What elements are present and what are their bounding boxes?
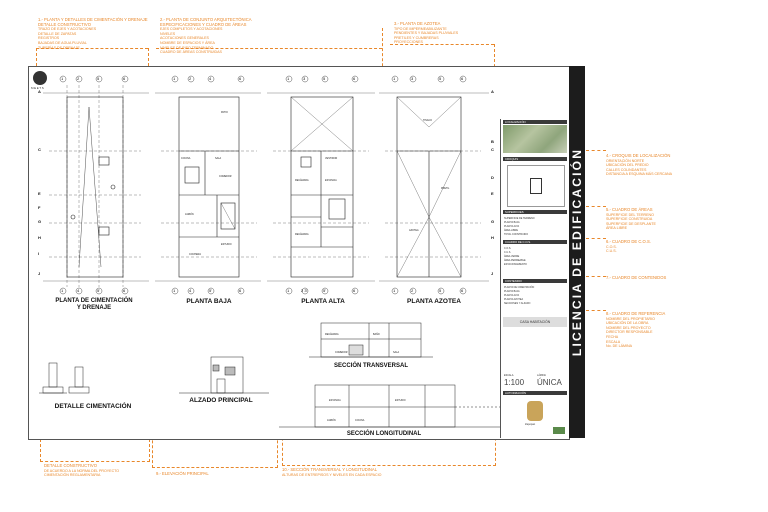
plans-svg [39, 75, 509, 428]
alzado-principal-drawing [179, 356, 269, 394]
room-label: RECÁMARA [295, 233, 309, 236]
section-label: SALA [393, 351, 400, 354]
note-referencia: 8.- CUADRO DE REFERENCIA NOMBRE DEL PROP… [606, 311, 666, 349]
leader-line [586, 238, 606, 239]
leader-line [156, 48, 382, 49]
tb-content-row: PLANTA ALTA [504, 294, 520, 297]
note-areas: 5.- CUADRO DE ÁREAS SUPERFICIE DEL TERRE… [606, 207, 656, 231]
tb-cos-row: C.U.S. [504, 251, 512, 254]
scale-value: 1:100 [504, 378, 525, 387]
note-contenidos: 7.- CUADRO DE CONTENIDOS [606, 275, 667, 280]
location-map [503, 125, 567, 153]
title-planta-baja: PLANTA BAJA [186, 298, 232, 305]
tb-area-row: PLANTA BAJA [504, 221, 520, 224]
room-label: ESTANCIA [325, 179, 337, 182]
title-planta-alta: PLANTA ALTA [301, 298, 345, 305]
section-label: JARDÍN [327, 419, 336, 422]
room-label: JARDÍN [185, 213, 194, 216]
section-label: ESTANCIA [329, 399, 341, 402]
title-seccion-transversal: SECCIÓN TRANSVERSAL [333, 363, 408, 369]
note-cos: 6.- CUADRO DE C.O.S. C.O.S. C.U.S. [606, 239, 651, 254]
title-planta-azotea: PLANTA AZOTEA [407, 298, 461, 305]
tb-auth-header: AUTORIZACIÓN [503, 391, 567, 395]
room-label: PRETIL [441, 187, 450, 190]
tb-loc-header: LOCALIZACIÓN [503, 120, 567, 124]
plan-azotea-drawing [379, 92, 489, 282]
sheet-label: LÁMINA [537, 374, 546, 377]
title-alzado-principal: ALZADO PRINCIPAL [189, 397, 253, 404]
note-conjunto: 2.- PLANTA DE CONJUNTO ARQUITECTÓNICA ES… [160, 17, 252, 55]
plan-alta-drawing [267, 92, 375, 282]
tb-area-row: SUPERFICIE DE TERRENO [504, 217, 535, 220]
title-seccion-longitudinal: SECCIÓN LONGITUDINAL [346, 431, 422, 437]
office-logo [33, 71, 47, 85]
room-label: SALA [215, 157, 222, 160]
tb-cos-row: ESTACIONAMIENTO [504, 263, 527, 266]
room-label: RECÁMARA [295, 179, 309, 182]
tb-cos-row: ÁREA VERDE [504, 255, 520, 258]
tb-cos-row: C.O.S. [504, 247, 512, 250]
project-name: CASA HABITACIÓN [503, 317, 567, 327]
note-azotea: 3.- PLANTA DE AZOTEA TIPO DE IMPERMEABIL… [394, 21, 459, 45]
leader-line [586, 150, 606, 151]
tb-areas-header: SUPERFICIES [503, 210, 567, 214]
tb-area-row: PLANTA ALTA [504, 225, 520, 228]
tb-area-row: ÁREA LIBRE [504, 229, 518, 232]
room-label: PATIO [221, 111, 228, 114]
section-label: COMEDOR [335, 351, 348, 354]
title-detalle-cimentacion: DETALLE CIMENTACIÓN [54, 403, 132, 410]
tb-content-header: CONTENIDO [503, 279, 567, 283]
stamp-icon [553, 427, 565, 434]
room-label: ESTUDIO [221, 243, 232, 246]
drawing-sheet: MEETS [28, 66, 570, 440]
room-label: COCHERA [189, 253, 201, 256]
tb-content-row: SECCIONES Y ALZADO [504, 302, 531, 305]
seccion-transversal-drawing [309, 322, 433, 358]
leader-line [36, 48, 37, 66]
leader-line [586, 310, 606, 311]
plan-baja-drawing [155, 92, 261, 282]
note-secciones: 10.- SECCIÓN TRANSVERSAL Y LONGITUDINAL … [282, 467, 382, 477]
leader-line [36, 48, 148, 49]
tb-content-row: PLANTA AZOTEA [504, 298, 524, 301]
tb-area-row: TOTAL CONSTRUIDO [504, 233, 529, 236]
tb-cos-header: CUADRO DE C.O.S. [503, 240, 567, 244]
section-label: COCINA [355, 419, 365, 422]
note-detalle: DETALLE CONSTRUCTIVO DE ACUERDO A LA NOR… [44, 463, 120, 478]
note-croquis: 4.- CROQUIS DE LOCALIZACIÓN ORIENTACIÓN … [606, 153, 673, 177]
room-label: TINACO [423, 119, 433, 122]
leader-line [390, 44, 494, 45]
title-planta-cimentacion: PLANTA DE CIMENTACIÓN Y DRENAJE [55, 298, 133, 311]
detalle-cimentacion-drawing [39, 362, 90, 394]
tb-cos-row: ÁREA PERMEABLE [504, 259, 526, 262]
plan-cimentacion-drawing [43, 85, 149, 287]
vertical-title-strip: LICENCIA DE EDIFICACIÓN [569, 66, 585, 438]
room-label: COMEDOR [219, 175, 232, 178]
leader-line [586, 276, 606, 277]
sheet-number: ÚNICA [537, 378, 562, 387]
croquis-lot [530, 178, 542, 194]
note-cimentacion: 1.- PLANTA Y DETALLES DE CIMENTACIÓN Y D… [38, 17, 148, 50]
leader-line [586, 206, 606, 207]
tb-content-row: PLANTA DE CIMENTACIÓN [504, 286, 535, 289]
tb-content-row: PLANTA BAJA [504, 290, 520, 293]
room-label: COCINA [181, 157, 191, 160]
room-label: AZOTEA [409, 229, 419, 232]
municipal-seal [527, 401, 543, 421]
office-logo-text: MEETS [31, 86, 45, 90]
section-label: RECÁMARA [325, 333, 339, 336]
croquis-sketch [507, 165, 565, 207]
section-label: ESTUDIO [395, 399, 406, 402]
room-label: VESTIDOR [325, 157, 338, 160]
note-elevacion: 9.- ELEVACIÓN PRINCIPAL [156, 471, 209, 476]
section-label: BAÑO [373, 333, 380, 336]
scale-label: ESCALA [504, 374, 514, 377]
axis-bubbles [59, 75, 467, 295]
title-block: LOCALIZACIÓN CROQUIS SUPERFICIES SUPERFI… [500, 119, 569, 438]
municipal-seal-text: Zapopan [525, 423, 536, 426]
tb-croquis-header: CROQUIS [503, 157, 567, 161]
vertical-title: LICENCIA DE EDIFICACIÓN [570, 147, 584, 357]
seccion-longitudinal-drawing [279, 384, 509, 428]
